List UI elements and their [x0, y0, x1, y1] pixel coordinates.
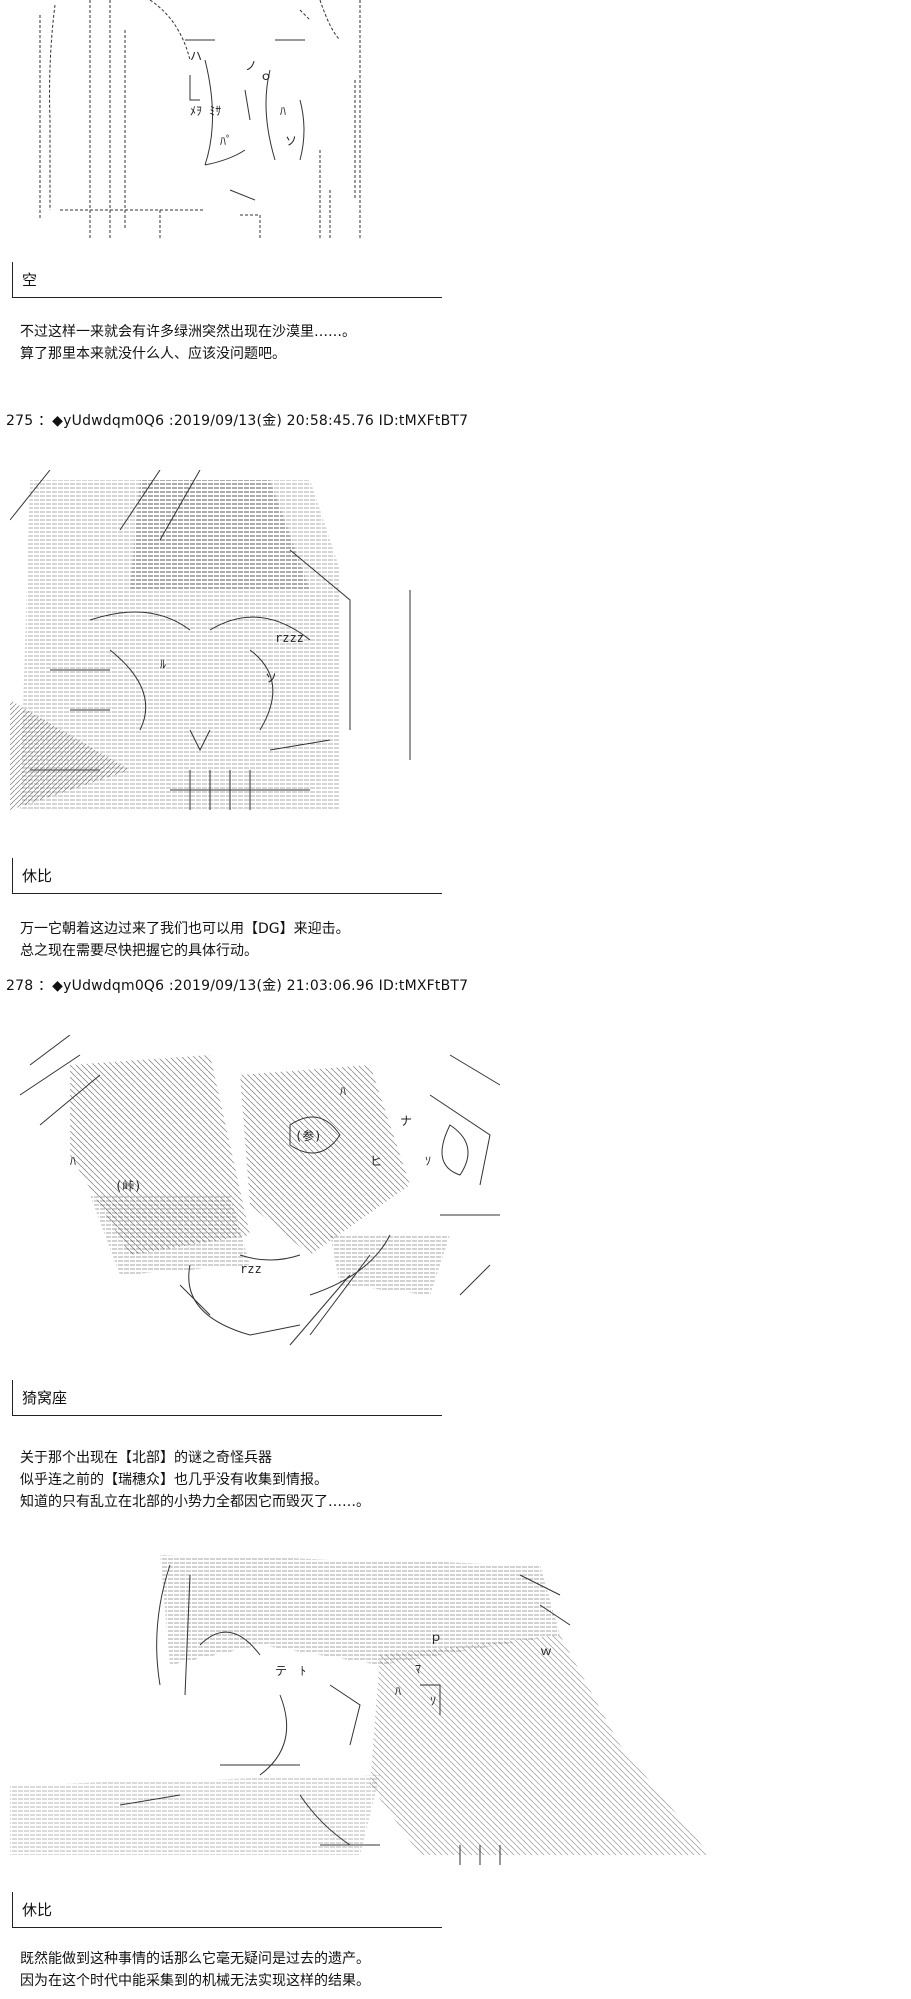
- art4-char-2: ﾄ: [300, 1664, 306, 1678]
- post-header: 278 ：◆yUdwdqm0Q6 :2019/09/13(金) 21:03:06…: [6, 978, 469, 994]
- art1-char-5: ﾊﾟ: [220, 134, 232, 148]
- art3-char-8: ヒ: [370, 1154, 382, 1168]
- dialogue-line: 不过这样一来就会有许多绿洲突然出现在沙漠里……。: [20, 324, 356, 340]
- art3-char-5: rzz: [240, 1262, 262, 1276]
- dialogue-line: 总之现在需要尽快把握它的具体行动。: [20, 943, 258, 959]
- dialogue-line: 万一它朝着这边过来了我们也可以用【DG】来迎击。: [20, 921, 350, 937]
- speaker-name: 空: [22, 271, 38, 289]
- art1-char-4: ﾊ: [280, 104, 286, 118]
- art1-char-3: ﾒｦ ﾐｻ: [190, 104, 221, 118]
- ascii-art-2-drawing: rzzz ﾙ ソ: [10, 470, 411, 810]
- art3-char-4: ﾊ: [340, 1084, 346, 1098]
- art3-char-2: (峠): [115, 1178, 141, 1193]
- art4-char-3: ﾏ: [415, 1662, 421, 1676]
- dialogue-line: 因为在这个时代中能采集到的机械无法实现这样的结果。: [20, 1973, 370, 1989]
- art1-char-7: ソ: [285, 134, 297, 148]
- dialogue-line: 既然能做到这种事情的话那么它毫无疑问是过去的遗产。: [20, 1951, 370, 1967]
- dialogue-line: 算了那里本来就没什么人、应该没问题吧。: [20, 346, 286, 362]
- art4-char-7: ｿ: [430, 1694, 436, 1708]
- art2-char-3: ソ: [265, 671, 277, 685]
- speaker-name: 休比: [22, 867, 53, 885]
- art4-char-4: ｐ: [430, 1630, 442, 1644]
- speaker-box-3: 猗窝座: [12, 1380, 442, 1416]
- art3-char-3: ﾊ: [70, 1154, 76, 1168]
- speaker-name: 休比: [22, 1901, 53, 1919]
- speaker-box-4: 休比: [12, 1892, 442, 1928]
- ascii-art-4-drawing: テ ﾄ ﾏ ｐ ｗ ﾊ ｿ: [10, 1555, 710, 1865]
- art4-char-1: テ: [275, 1664, 287, 1678]
- speaker-box-underline: [12, 297, 442, 298]
- speaker-box-edge: [12, 262, 13, 298]
- art1-char-2: ノ: [245, 59, 257, 73]
- art2-char-2: ﾙ: [160, 657, 166, 671]
- art4-char-6: ﾊ: [395, 1684, 401, 1698]
- ascii-art-1: ハ ノ ﾒｦ ﾐｻ ﾊ ﾊﾟ ｏ ソ: [30, 0, 370, 245]
- ascii-art-3-drawing: (参) (峠) ﾊ ﾊ rzz ｿ ナ ヒ: [19, 1035, 501, 1346]
- speaker-box-edge: [12, 1380, 13, 1416]
- post-header: 275 ：◆yUdwdqm0Q6 :2019/09/13(金) 20:58:45…: [6, 413, 469, 429]
- ascii-art-3: (参) (峠) ﾊ ﾊ rzz ｿ ナ ヒ: [10, 1035, 510, 1355]
- art1-char-1: ハ: [190, 49, 202, 63]
- speaker-box-underline: [12, 1415, 442, 1416]
- art4-char-5: ｗ: [540, 1644, 552, 1658]
- ascii-art-2: rzzz ﾙ ソ: [10, 470, 430, 830]
- dialogue-line: 关于那个出现在【北部】的谜之奇怪兵器: [20, 1450, 272, 1466]
- speaker-box-underline: [12, 1927, 442, 1928]
- dialogue-line: 知道的只有乱立在北部的小势力全都因它而毁灭了……。: [20, 1494, 370, 1510]
- speaker-box-edge: [12, 1892, 13, 1928]
- speaker-box-2: 休比: [12, 858, 442, 894]
- ascii-art-4: テ ﾄ ﾏ ｐ ｗ ﾊ ｿ: [0, 1545, 730, 1875]
- art3-char-6: ｿ: [425, 1154, 431, 1168]
- art3-char-1: (参): [295, 1128, 321, 1143]
- dialogue-line: 似乎连之前的【瑞穗众】也几乎没有收集到情报。: [20, 1472, 328, 1488]
- speaker-box-edge: [12, 858, 13, 894]
- art2-char-1: rzzz: [275, 631, 304, 645]
- art3-char-7: ナ: [400, 1114, 412, 1128]
- ascii-art-1-drawing: ハ ノ ﾒｦ ﾐｻ ﾊ ﾊﾟ ｏ ソ: [39, 0, 361, 240]
- speaker-box-underline: [12, 893, 442, 894]
- speaker-name: 猗窝座: [22, 1389, 68, 1407]
- speaker-box-1: 空: [12, 262, 442, 298]
- art1-char-6: ｏ: [260, 69, 272, 83]
